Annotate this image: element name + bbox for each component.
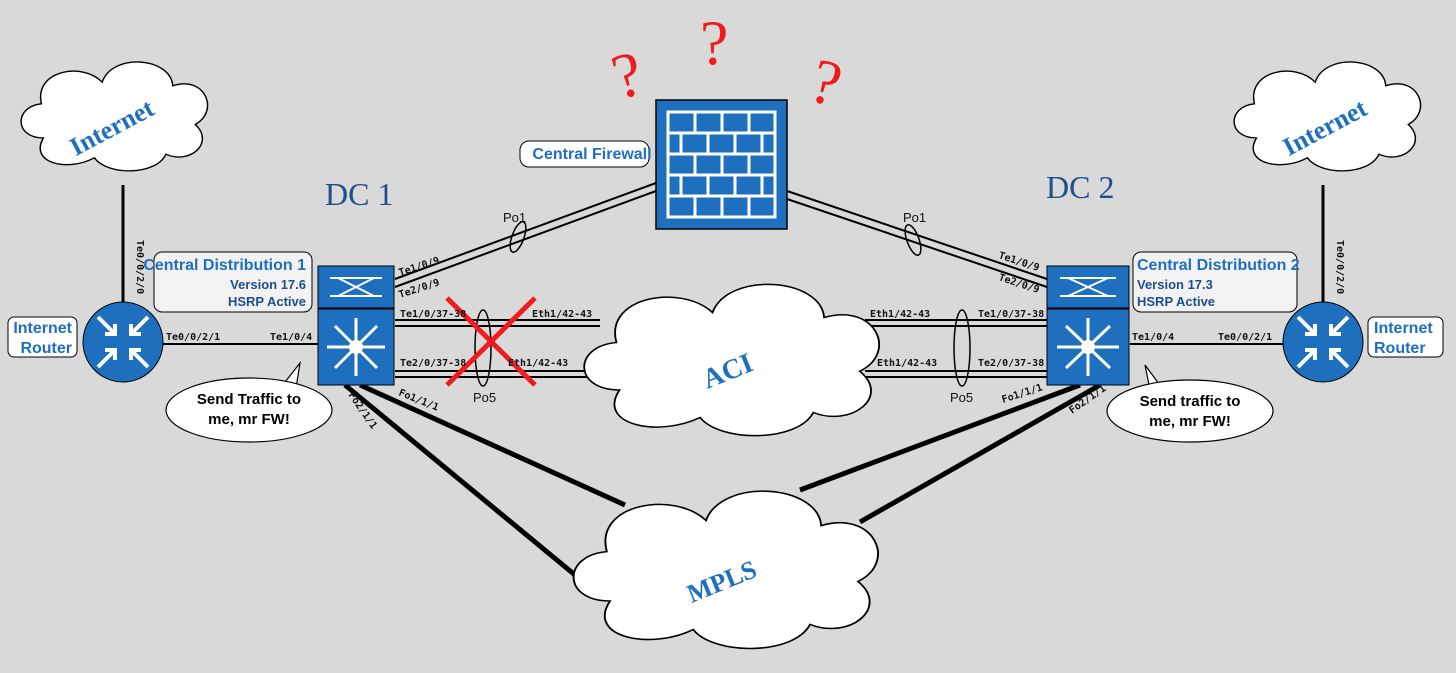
dc1-port-aci-eth-2: Eth1/42-43: [508, 358, 568, 369]
svg-text:Send traffic to: Send traffic to: [1140, 393, 1241, 410]
dc2-port-switch-router: Te1/0/4: [1132, 332, 1174, 343]
link-fw-right-2: [786, 198, 1048, 288]
svg-text:Router: Router: [1374, 340, 1426, 357]
cloud-internet-right: Internet: [1233, 61, 1422, 172]
dc2-po-fw: Po1: [903, 210, 926, 225]
po1-right-ring: [904, 224, 922, 256]
link-mpls-right-1: [799, 382, 1081, 493]
dc2-port-aci-2: Te2/0/37-38: [978, 358, 1044, 369]
po5-left-ring: [474, 309, 492, 387]
dc1-router-label: Internet Router: [7, 316, 78, 358]
dc2-info-box: Central Distribution 2 Version 17.3 HSRP…: [1132, 251, 1300, 313]
dc2-router-icon: [1282, 301, 1364, 383]
dc2-port-fw-2: Te2/0/9: [997, 272, 1040, 295]
cloud-aci: ACI: [583, 283, 881, 437]
dc1-router-icon: [82, 301, 164, 383]
dc2-port-router-side: Te0/0/2/1: [1218, 332, 1272, 343]
question-mark-right: ?: [803, 44, 849, 120]
cloud-mpls: MPLS: [572, 490, 879, 650]
svg-text:Internet: Internet: [13, 320, 72, 337]
dc1-port-aci-1: Te1/0/37-38: [400, 309, 466, 320]
dc1-label: DC 1: [325, 176, 393, 212]
po5-right-ring: [953, 309, 971, 387]
link-mpls-left-2: [343, 383, 577, 577]
po1-left-ring: [509, 221, 527, 253]
dc2-port-aci-eth-2: Eth1/42-43: [877, 358, 937, 369]
link-mpls-right-2: [858, 382, 1102, 525]
dc2-port-aci-1: Te1/0/37-38: [978, 309, 1044, 320]
dc1-port-aci-2: Te2/0/37-38: [400, 358, 466, 369]
dc2-port-aci-eth-1: Eth1/42-43: [870, 309, 930, 320]
firewall-label-box: [519, 140, 650, 168]
dc2-box-hsrp: HSRP Active: [1137, 294, 1215, 309]
dc1-info-box: Central Distribution 1 Version 17.6 HSRP…: [143, 251, 313, 313]
cloud-internet-left: Internet: [20, 61, 209, 172]
dc2-box-title: Central Distribution 2: [1137, 257, 1300, 274]
link-fw-left-2: [394, 190, 657, 288]
dc1-speech-bubble: Send Traffic to me, mr FW!: [165, 360, 333, 443]
dc2-port-router-up: Te0/0/2/0: [1334, 240, 1345, 294]
svg-text:Internet: Internet: [1374, 320, 1433, 337]
failed-link-x-icon: [445, 296, 537, 387]
dc1-port-fw-1: Te1/0/9: [398, 255, 441, 278]
link-mpls-left-1: [358, 382, 627, 508]
dc1-port-router-up: Te0/0/2/0: [134, 240, 145, 294]
svg-text:me, mr FW!: me, mr FW!: [1149, 413, 1231, 430]
dc1-box-hsrp: HSRP Active: [228, 294, 306, 309]
question-mark-center: ?: [700, 7, 728, 78]
firewall-icon: [655, 99, 788, 230]
dc2-po-aci: Po5: [950, 390, 973, 405]
dc1-port-fw-2: Te2/0/9: [398, 277, 441, 300]
dc2-router-label: Internet Router: [1367, 316, 1444, 358]
firewall-label: Central Firewall: [532, 146, 651, 163]
dc1-po-aci: Po5: [473, 390, 496, 405]
dc1-port-aci-eth-1: Eth1/42-43: [532, 309, 592, 320]
dc2-box-version: Version 17.3: [1137, 277, 1213, 292]
dc1-po-fw: Po1: [503, 210, 526, 225]
dc1-box-version: Version 17.6: [230, 277, 306, 292]
question-mark-left: ?: [604, 37, 650, 113]
dc1-box-title: Central Distribution 1: [143, 257, 306, 274]
dc1-port-router-side: Te0/0/2/1: [166, 332, 220, 343]
svg-text:Router: Router: [20, 340, 72, 357]
dc1-switch-icon: [317, 265, 395, 386]
svg-text:me, mr FW!: me, mr FW!: [208, 411, 290, 428]
svg-text:Send Traffic to: Send Traffic to: [197, 391, 301, 408]
dc1-port-switch-router: Te1/0/4: [270, 332, 312, 343]
dc2-label: DC 2: [1046, 169, 1114, 205]
dc2-switch-icon: [1046, 265, 1130, 386]
dc2-speech-bubble: Send traffic to me, mr FW!: [1106, 364, 1274, 443]
